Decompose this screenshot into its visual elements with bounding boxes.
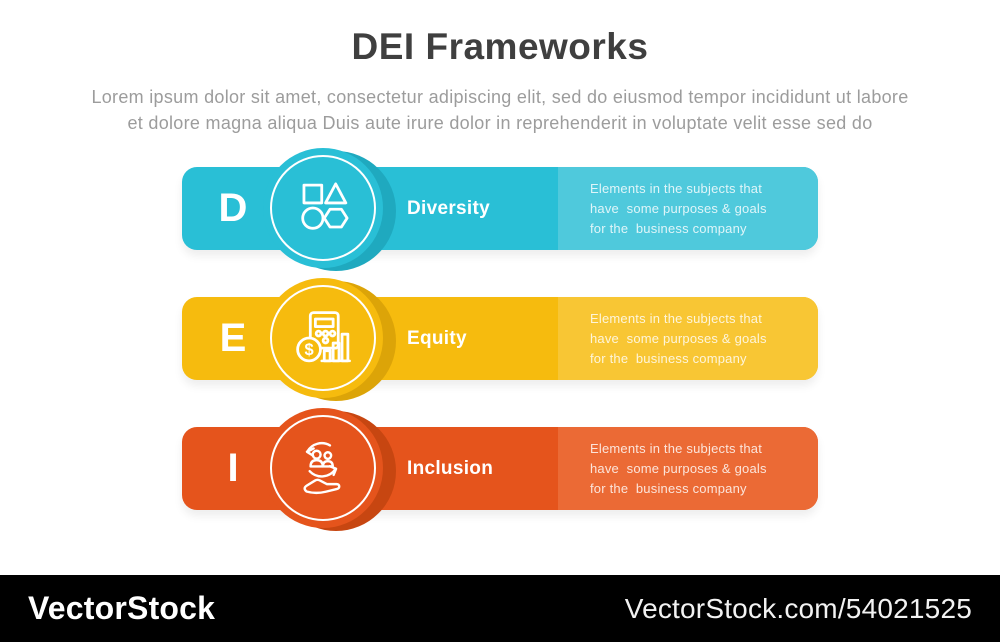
geometric-shapes-icon (263, 148, 383, 268)
description-line: for the business company (590, 220, 747, 236)
description-line: have some purposes & goals (590, 200, 767, 216)
badge-ring (270, 155, 376, 261)
page-title: DEI Frameworks (351, 26, 649, 67)
badge-ring (270, 415, 376, 521)
framework-row-equity: E Equity Elements in the subjects that h… (182, 278, 818, 401)
inclusion-description-panel: Elements in the subjects that have some … (558, 427, 818, 510)
diversity-label: Diversity (407, 198, 490, 219)
framework-row-inclusion: I Inclusion Elements in the subjects tha… (182, 408, 818, 531)
badge-ring (270, 285, 376, 391)
equity-description-panel: Elements in the subjects that have some … (558, 297, 818, 380)
finance-calculator-icon: $ (263, 278, 383, 398)
description-line: Elements in the subjects that (590, 310, 763, 326)
equity-label: Equity (407, 328, 467, 349)
description-line: for the business company (590, 350, 747, 366)
diversity-letter: D (218, 186, 248, 230)
inclusion-bar: I Inclusion Elements in the subjects tha… (182, 427, 818, 510)
subtitle-line-1: Lorem ipsum dolor sit amet, consectetur … (91, 87, 909, 107)
footer-bar: VectorStock VectorStock.com/54021525 (0, 575, 1000, 642)
description-line: Elements in the subjects that (590, 440, 763, 456)
subtitle-line-2: et dolore magna aliqua Duis aute irure d… (127, 113, 873, 133)
people-cycle-hand-icon (263, 408, 383, 528)
subtitle: Lorem ipsum dolor sit amet, consectetur … (0, 84, 1000, 136)
inclusion-label: Inclusion (407, 458, 494, 479)
description-line: have some purposes & goals (590, 330, 767, 346)
diversity-description-panel: Elements in the subjects that have some … (558, 167, 818, 250)
inclusion-letter: I (227, 446, 239, 490)
header: DEI Frameworks Lorem ipsum dolor sit ame… (0, 26, 1000, 136)
vectorstock-logo: VectorStock (28, 590, 216, 626)
equity-letter: E (219, 316, 247, 360)
svg-text:$: $ (304, 341, 313, 359)
framework-row-diversity: D Diversity Elements in the subjects tha… (182, 148, 818, 271)
description-line: for the business company (590, 480, 747, 496)
description-line: Elements in the subjects that (590, 180, 763, 196)
watermark-url: VectorStock.com/54021525 (624, 592, 972, 624)
description-line: have some purposes & goals (590, 460, 767, 476)
